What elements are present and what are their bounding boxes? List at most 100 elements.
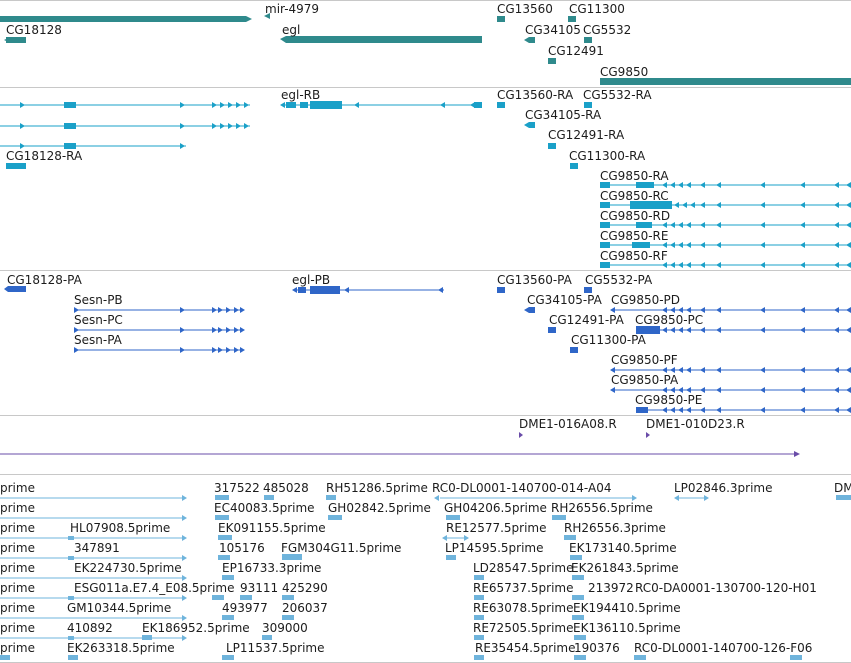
est-features[interactable]: [0, 495, 851, 660]
protein-label: CG9850-PC: [635, 313, 703, 327]
est-label: GH04206.5prime: [444, 501, 547, 515]
est-label: LP11537.5prime: [226, 641, 325, 655]
transcript-label: CG18128-RA: [6, 149, 83, 163]
est-label: DM: [834, 481, 851, 495]
protein-label: Sesn-PC: [74, 313, 123, 327]
est-label: 309000: [262, 621, 308, 635]
est-label: RH26556.3prime: [564, 521, 666, 535]
protein-label: CG18128-PA: [7, 273, 83, 287]
est-label: 190376: [574, 641, 620, 655]
probe-label: DME1-010D23.R: [646, 417, 745, 431]
est-label: RE72505.5prime: [473, 621, 574, 635]
protein-label: CG9850-PD: [611, 293, 680, 307]
gene-label: CG5532: [583, 23, 631, 37]
est-labels: prime 317522 485028 RH51286.5prime RC0-D…: [0, 481, 851, 655]
est-label: RH51286.5prime: [326, 481, 428, 495]
protein-label: CG9850-PF: [611, 353, 678, 367]
est-label: EK136110.5prime: [573, 621, 681, 635]
est-label: EK194410.5prime: [573, 601, 681, 615]
est-label: 347891: [74, 541, 120, 555]
transcript-label: CG9850-RC: [600, 189, 669, 203]
est-label: RC0-DA0001-130700-120-H01: [635, 581, 817, 595]
est-label: prime: [0, 621, 35, 635]
gene-label: CG13560: [497, 2, 553, 16]
est-label: EK263318.5prime: [67, 641, 175, 655]
est-label: LD28547.5prime: [473, 561, 574, 575]
est-label: prime: [0, 541, 35, 555]
est-label: RC0-DL0001-140700-014-A04: [432, 481, 611, 495]
protein-label: Sesn-PA: [74, 333, 123, 347]
est-label: HL07908.5prime: [70, 521, 170, 535]
protein-label: CG9850-PA: [611, 373, 679, 387]
protein-label: CG34105-PA: [527, 293, 603, 307]
est-label: 485028: [263, 481, 309, 495]
transcript-track: egl-RB CG13560-RA CG5532-RA CG34105-RA C…: [0, 88, 851, 268]
probe-track: DME1-016A08.R DME1-010D23.R: [0, 417, 800, 457]
protein-label: CG13560-PA: [497, 273, 573, 287]
est-label: EK224730.5prime: [74, 561, 182, 575]
probe-features[interactable]: [0, 432, 800, 457]
gene-label: CG18128: [6, 23, 62, 37]
protein-label: CG9850-PE: [635, 393, 702, 407]
protein-label: Sesn-PB: [74, 293, 123, 307]
transcript-label: CG9850-RD: [600, 209, 670, 223]
transcript-label: CG9850-RA: [600, 169, 669, 183]
gene-label: CG34105: [525, 23, 581, 37]
protein-labels: CG18128-PA egl-PB CG13560-PA CG5532-PA S…: [7, 273, 703, 407]
transcript-label: CG5532-RA: [583, 88, 652, 102]
est-label: prime: [0, 501, 35, 515]
probe-labels: DME1-016A08.R DME1-010D23.R: [519, 417, 745, 431]
est-label: prime: [0, 601, 35, 615]
transcript-label: CG9850-RF: [600, 249, 668, 263]
est-label: 206037: [282, 601, 328, 615]
transcript-label: CG9850-RE: [600, 229, 668, 243]
est-label: prime: [0, 521, 35, 535]
est-label: EK261843.5prime: [571, 561, 679, 575]
protein-label: CG5532-PA: [585, 273, 653, 287]
est-label: GH02842.5prime: [328, 501, 431, 515]
protein-features[interactable]: [4, 286, 851, 413]
protein-track: CG18128-PA egl-PB CG13560-PA CG5532-PA S…: [4, 273, 851, 413]
est-label: 105176: [219, 541, 265, 555]
est-label: 317522: [214, 481, 260, 495]
est-label: LP14595.5prime: [445, 541, 544, 555]
protein-label: CG12491-PA: [549, 313, 625, 327]
est-label: RC0-DL0001-140700-126-F06: [634, 641, 812, 655]
gene-features[interactable]: [0, 13, 851, 85]
transcript-labels: egl-RB CG13560-RA CG5532-RA CG34105-RA C…: [6, 88, 670, 263]
est-label: EK091155.5prime: [218, 521, 326, 535]
est-label: prime: [0, 561, 35, 575]
est-label: prime: [0, 641, 35, 655]
transcript-label: CG13560-RA: [497, 88, 574, 102]
est-label: RE12577.5prime: [446, 521, 547, 535]
est-label: 93111: [240, 581, 278, 595]
protein-label: CG11300-PA: [571, 333, 647, 347]
protein-label: egl-PB: [292, 273, 330, 287]
est-label: RE65737.5prime: [473, 581, 574, 595]
probe-label: DME1-016A08.R: [519, 417, 617, 431]
est-label: 213972: [588, 581, 634, 595]
est-label: ESG011a.E7.4_E08.5prime: [74, 581, 235, 595]
gene-label: CG12491: [548, 44, 604, 58]
est-label: prime: [0, 581, 35, 595]
gene-label: CG9850: [600, 65, 648, 79]
gene-label: CG11300: [569, 2, 625, 16]
est-track: prime 317522 485028 RH51286.5prime RC0-D…: [0, 481, 851, 660]
gene-label: egl: [282, 23, 300, 37]
transcript-label: egl-RB: [281, 88, 320, 102]
est-label: RE35454.5prime: [475, 641, 576, 655]
est-label: prime: [0, 481, 35, 495]
est-label: LP02846.3prime: [674, 481, 773, 495]
est-label: EC40083.5prime: [214, 501, 315, 515]
gene-label: mir-4979: [265, 2, 319, 16]
gene-track: mir-4979 CG13560 CG11300 CG18128 egl CG3…: [0, 2, 851, 85]
est-label: FGM304G11.5prime: [281, 541, 401, 555]
est-label: EK173140.5prime: [569, 541, 677, 555]
gene-labels: mir-4979 CG13560 CG11300 CG18128 egl CG3…: [6, 2, 648, 79]
transcript-features[interactable]: [0, 101, 851, 268]
transcript-label: CG11300-RA: [569, 149, 646, 163]
est-label: EK186952.5prime: [142, 621, 250, 635]
est-label: GM10344.5prime: [67, 601, 171, 615]
transcript-label: CG12491-RA: [548, 128, 625, 142]
